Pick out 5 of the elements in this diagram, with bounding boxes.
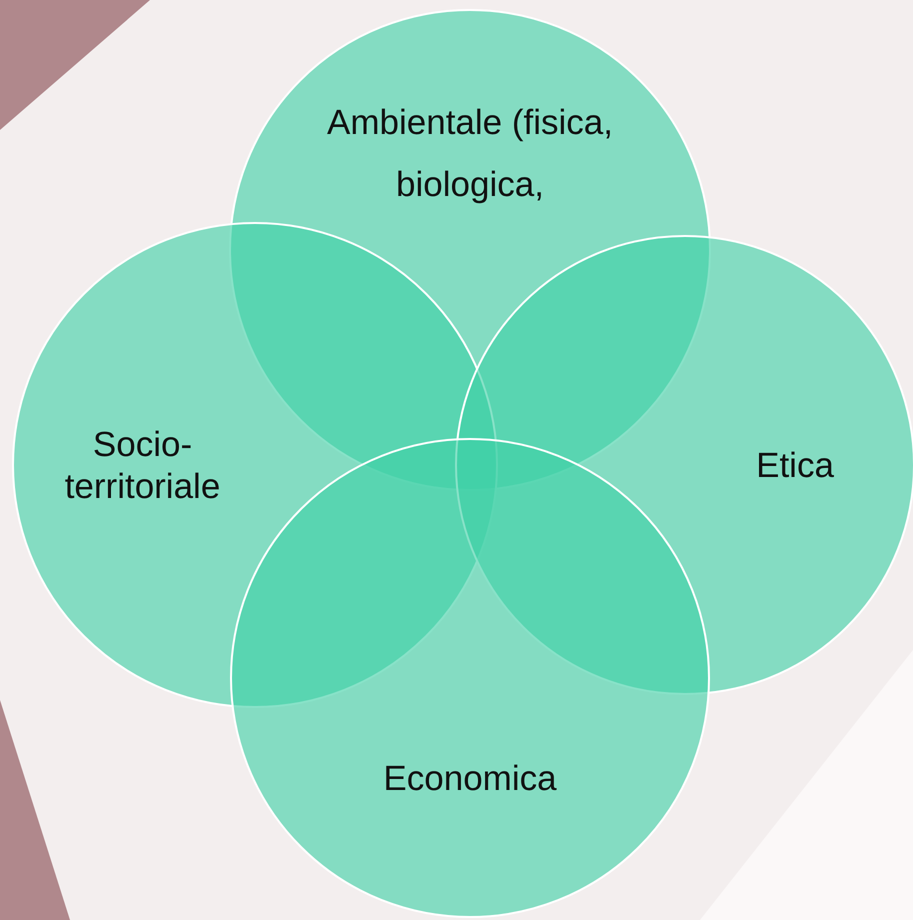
circle-label: Ambientale (fisica, biologica, [326,102,614,206]
venn-circle [230,438,710,918]
circle-label: Socio- territoriale [64,424,222,508]
circle-label: Etica [755,445,835,487]
circle-label: Economica [382,758,558,800]
